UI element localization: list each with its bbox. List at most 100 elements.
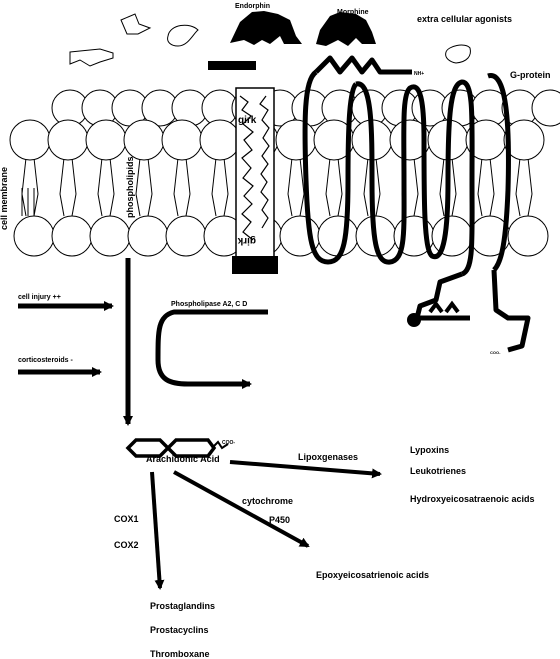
phospholipid-head-bottom: [317, 215, 359, 257]
phospholipid-tail: [33, 157, 39, 195]
girk-channel: [232, 87, 278, 274]
phospholipid-tail: [71, 157, 77, 195]
phospholipid-head: [275, 119, 317, 161]
phospholipid-tail: [363, 193, 369, 217]
phospholipid-tail: [325, 157, 331, 195]
g-protein-label: G-protein: [510, 70, 551, 80]
phospholipid-head: [47, 119, 89, 161]
p450-label: P450: [269, 515, 290, 525]
phospholipid-tail: [185, 193, 191, 217]
phospholipid-tail: [223, 157, 229, 195]
phospholipid-tail: [59, 193, 65, 217]
phospholipid-tail: [21, 193, 27, 217]
phospholipid-tail: [477, 157, 483, 195]
phospholipid-tail: [211, 157, 217, 195]
thromboxane-label: Thromboxane: [150, 649, 210, 659]
arrow-phospholipase: [155, 309, 268, 389]
phospholipid-tail: [287, 157, 293, 195]
phospholipid-head-bottom: [127, 215, 169, 257]
phospholipid-tail: [109, 157, 115, 195]
girk-channel-body: [235, 87, 275, 273]
phospholipid-tail: [439, 193, 445, 217]
arachidonic-acid-label: Arachidonic Acid: [146, 454, 220, 464]
cox2-label: COX2: [114, 540, 139, 550]
morphine-shape: [316, 12, 376, 46]
receptor-intracellular-tail: [413, 269, 531, 353]
girk-channel-pattern: [239, 95, 270, 241]
prostacyclins-label: Prostacyclins: [150, 625, 209, 635]
epoxy-label: Epoxyeicosatrienoic acids: [316, 570, 429, 580]
arachidonic-acid-chain: [211, 440, 229, 450]
phospholipid-tail: [451, 157, 457, 195]
phospholipid-tail: [185, 157, 191, 195]
phospholipid-head: [9, 119, 51, 161]
phospholipid-tail: [33, 193, 39, 217]
phospholipid-tail: [97, 157, 103, 195]
phospholipid-head: [123, 119, 165, 161]
hydroxy-label: Hydroxyeicosatraenoic acids: [410, 494, 535, 504]
ligand-shapes: [69, 13, 471, 67]
phospholipid-tail: [299, 193, 305, 217]
prostaglandins-label: Prostaglandins: [150, 601, 215, 611]
phospholipid-tail: [413, 193, 419, 217]
phospholipid-tail: [515, 157, 521, 195]
cytochrome-label: cytochrome: [242, 496, 293, 506]
phospholipid-head: [85, 119, 127, 161]
arrow-lipoxgenases: [229, 460, 382, 479]
nh-label: NH+: [414, 71, 424, 77]
g-protein-receptor: [302, 55, 531, 353]
phospholipids-label: phospholipids: [125, 157, 135, 219]
phospholipid-tail: [223, 193, 229, 217]
phospholipid-head-bottom: [507, 215, 549, 257]
receptor-anchor-node: [407, 313, 421, 327]
phospholipid-tail: [21, 157, 27, 195]
arrow-cytochrome: [173, 470, 310, 548]
phospholipid-tail: [173, 193, 179, 217]
phospholipid-tail: [173, 157, 179, 195]
cox1-label: COX1: [114, 514, 139, 524]
phospholipid-tail: [325, 193, 331, 217]
phospholipid-tail: [299, 157, 305, 195]
text-labels: Endorphin Morphine extra cellular agonis…: [0, 3, 551, 659]
receptor-extracellular-zigzag: [314, 55, 412, 75]
phospholipid-tail: [527, 157, 533, 195]
arachidonic-acid-outline: [125, 438, 217, 458]
arrows: [18, 258, 382, 590]
receptor-helix-3: [421, 79, 475, 277]
girk-top-label: girk: [238, 115, 257, 126]
phospholipid-tail: [109, 193, 115, 217]
phospholipid-tail: [515, 193, 521, 217]
cell-injury-label: cell injury ++: [18, 294, 61, 301]
phospholipid-head-bottom: [431, 215, 473, 257]
phospholipid-head-bottom: [165, 215, 207, 257]
phospholipid-tail: [477, 193, 483, 217]
agonist-bar: [208, 61, 256, 70]
ligand-blob-shape: [445, 44, 471, 64]
lypoxins-label: Lypoxins: [410, 445, 449, 455]
cooh-receptor-label: COO-: [490, 350, 501, 355]
phospholipid-tail: [489, 157, 495, 195]
morphine-label: Morphine: [337, 9, 369, 16]
phospholipid-tail: [439, 157, 445, 195]
corticosteroids-label: corticosteroids -: [18, 357, 74, 364]
ligand-star-shape: [120, 13, 152, 35]
phospholipid-tail: [337, 193, 343, 217]
phospholipid-head: [503, 119, 545, 161]
receptor-helix-2: [355, 81, 427, 265]
phospholipid-tail: [147, 157, 153, 195]
endorphin-shape: [230, 11, 302, 45]
arachidonic-acid-molecule: [125, 438, 229, 458]
phospholipid-tail: [147, 193, 153, 217]
receptor-helix-4: [487, 73, 511, 272]
ligand-key-shape: [69, 48, 114, 67]
phospholipid-tail: [375, 157, 381, 195]
phospholipid-head: [161, 119, 203, 161]
arrow-cox: [150, 471, 165, 590]
phospholipid-head-back: [531, 89, 560, 127]
phospholipid-tail: [135, 193, 141, 217]
phospholipid-head: [199, 119, 241, 161]
leukotrienes-label: Leukotrienes: [410, 466, 466, 476]
cell-membrane-label: cell membrane: [0, 167, 9, 230]
